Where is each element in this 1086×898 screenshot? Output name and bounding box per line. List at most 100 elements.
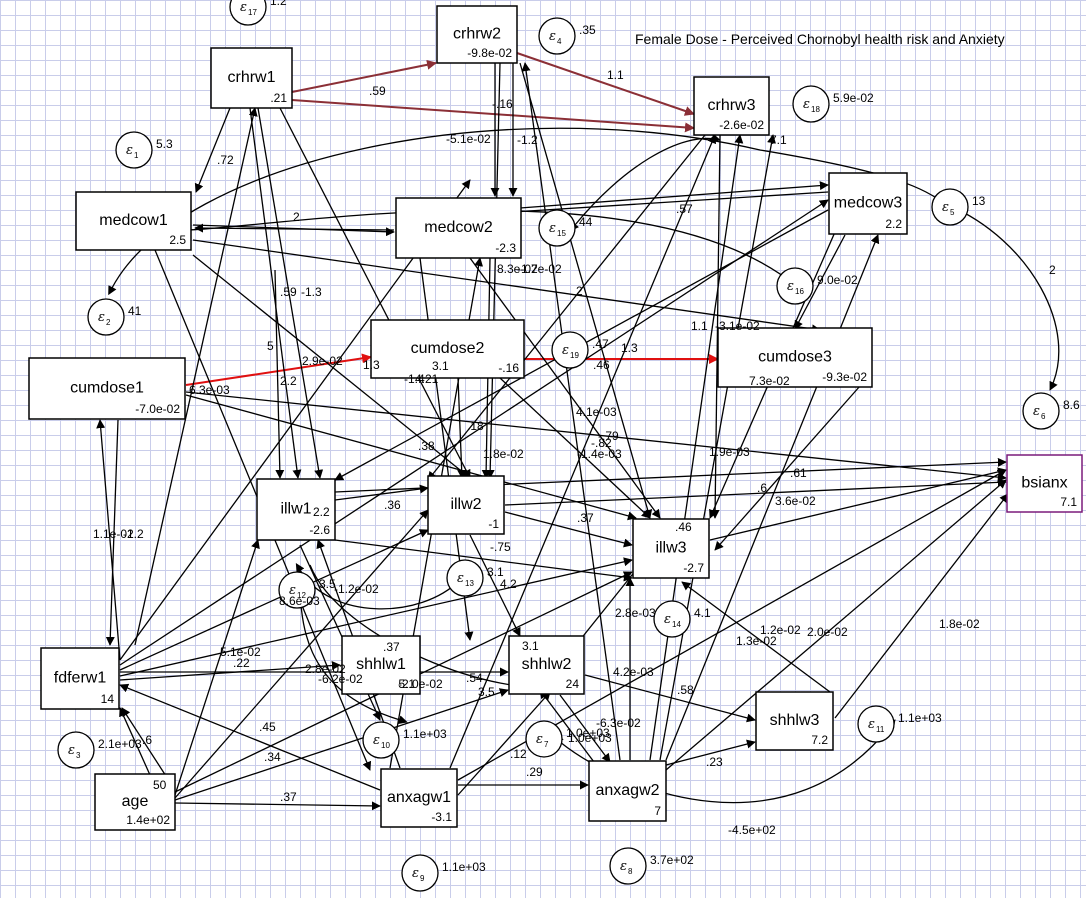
error-number: 10 <box>381 741 390 750</box>
node-intercept: 24 <box>566 677 580 691</box>
error-symbol: ε <box>126 143 133 158</box>
path-cumdose1-cumdose2 <box>185 353 372 386</box>
node-label: shhlw1 <box>356 656 406 673</box>
node-box <box>28 357 186 420</box>
error-circle <box>401 854 439 892</box>
error-variance: 9.0e-02 <box>817 273 858 287</box>
error-number: 7 <box>544 740 549 749</box>
error-symbol: ε <box>868 717 875 732</box>
error-circle <box>362 721 400 759</box>
node-intercept: 7.1 <box>1060 495 1077 509</box>
error-number: 2 <box>106 318 111 327</box>
node-cumdose1: cumdose1-7.0e-02 <box>28 357 186 420</box>
node-box <box>1006 454 1083 513</box>
error-number: 14 <box>672 620 681 629</box>
path-coefficient: .45 <box>259 720 276 734</box>
path-coefficient: -.75 <box>490 540 511 554</box>
error-circle <box>278 571 316 609</box>
error-symbol: ε <box>787 279 794 294</box>
node-box <box>717 327 873 388</box>
error-symbol: ε <box>549 221 556 236</box>
path-coefficient: 3.1 <box>522 639 539 653</box>
path-coefficient: 1.8e-02 <box>939 617 980 631</box>
node-crhrw3: crhrw3-2.6e-02 <box>693 76 770 136</box>
error-variance: 5.3 <box>156 137 173 151</box>
error-symbol: ε <box>68 743 75 758</box>
node-intercept: -2.3 <box>495 241 516 255</box>
error-variance: 3.5 <box>319 577 336 591</box>
error-variance: .47 <box>592 337 609 351</box>
path-crhrw2-crhrw3 <box>516 52 695 116</box>
error-number: 17 <box>248 8 257 17</box>
path-coefficient: 7.3e-02 <box>749 374 790 388</box>
error-number: 9 <box>420 874 425 883</box>
node-label: anxagw1 <box>387 789 451 806</box>
node-box <box>588 760 667 822</box>
path-coefficient: -1.4e-03 <box>577 447 622 461</box>
node-intercept: -.16 <box>498 361 519 375</box>
error-symbol: ε <box>664 612 671 627</box>
error-variance: 5.9e-02 <box>833 91 874 105</box>
path-coefficient: -1.3 <box>301 285 322 299</box>
node-box <box>210 47 293 109</box>
node-intercept: -3.1 <box>431 810 452 824</box>
path-coefficient: .46 <box>593 358 610 372</box>
error-variance: 3.1 <box>487 565 504 579</box>
error-symbol: ε <box>562 343 569 358</box>
path-coefficient: 1.9e-03 <box>709 445 750 459</box>
error-circle <box>551 331 589 369</box>
node-shhlw2: shhlw2 24 <box>508 635 585 695</box>
error-circle <box>115 131 153 169</box>
path-coefficient: 2 <box>1049 263 1056 277</box>
node-label: crhrw3 <box>707 97 755 114</box>
path-coefficient: -3.1e-02 <box>715 319 760 333</box>
error-circle <box>446 559 484 597</box>
node-intercept: -2.7 <box>683 561 704 575</box>
error-number: 3 <box>76 751 81 760</box>
error-number: 16 <box>795 287 804 296</box>
path-coefficient: 2.2 <box>280 374 297 388</box>
node-box <box>380 768 458 828</box>
path-crhrw1-crhrw3 <box>291 99 695 133</box>
path-coefficient: .54 <box>466 671 483 685</box>
path-coefficient: 1.8e-02 <box>483 447 524 461</box>
node-intercept: -2.6 <box>309 523 330 537</box>
node-label: shhlw2 <box>522 656 572 673</box>
node-intercept: 2.2 <box>885 217 902 231</box>
error-circle <box>609 847 647 885</box>
path-coefficient: 1.2e-02 <box>760 623 801 637</box>
error-circle <box>538 209 576 247</box>
path-coefficient: 1.3 <box>363 358 380 372</box>
path-coefficient: .22 <box>233 656 250 670</box>
path-coefficient: .6 <box>757 481 767 495</box>
path-coefficient: .59 <box>280 285 297 299</box>
error-variance: 44 <box>579 215 593 229</box>
node-label: cumdose1 <box>70 380 144 397</box>
node-medcow2: medcow2-2.3 <box>395 197 522 259</box>
path-coefficient: 2.9e-02 <box>302 354 343 368</box>
error-number: 18 <box>811 105 820 114</box>
node-intercept: 2.5 <box>169 233 186 247</box>
node-intercept: .21 <box>270 91 287 105</box>
node-label: cumdose3 <box>758 349 832 366</box>
path-coefficient: .61 <box>790 466 807 480</box>
node-intercept: 7.2 <box>811 733 828 747</box>
error-circle <box>792 85 830 123</box>
path-coefficient: .18 <box>467 419 484 433</box>
error-symbol: ε <box>289 583 296 598</box>
path-coefficient: -2.0e-02 <box>398 677 443 691</box>
path-coefficient: -.79 <box>598 429 619 443</box>
path-coefficient: .57 <box>676 202 693 216</box>
path-coefficient: 6.3e-03 <box>189 383 230 397</box>
path-coefficient: 3.1 <box>432 359 449 373</box>
path-coefficient: 3.6e-02 <box>775 494 816 508</box>
